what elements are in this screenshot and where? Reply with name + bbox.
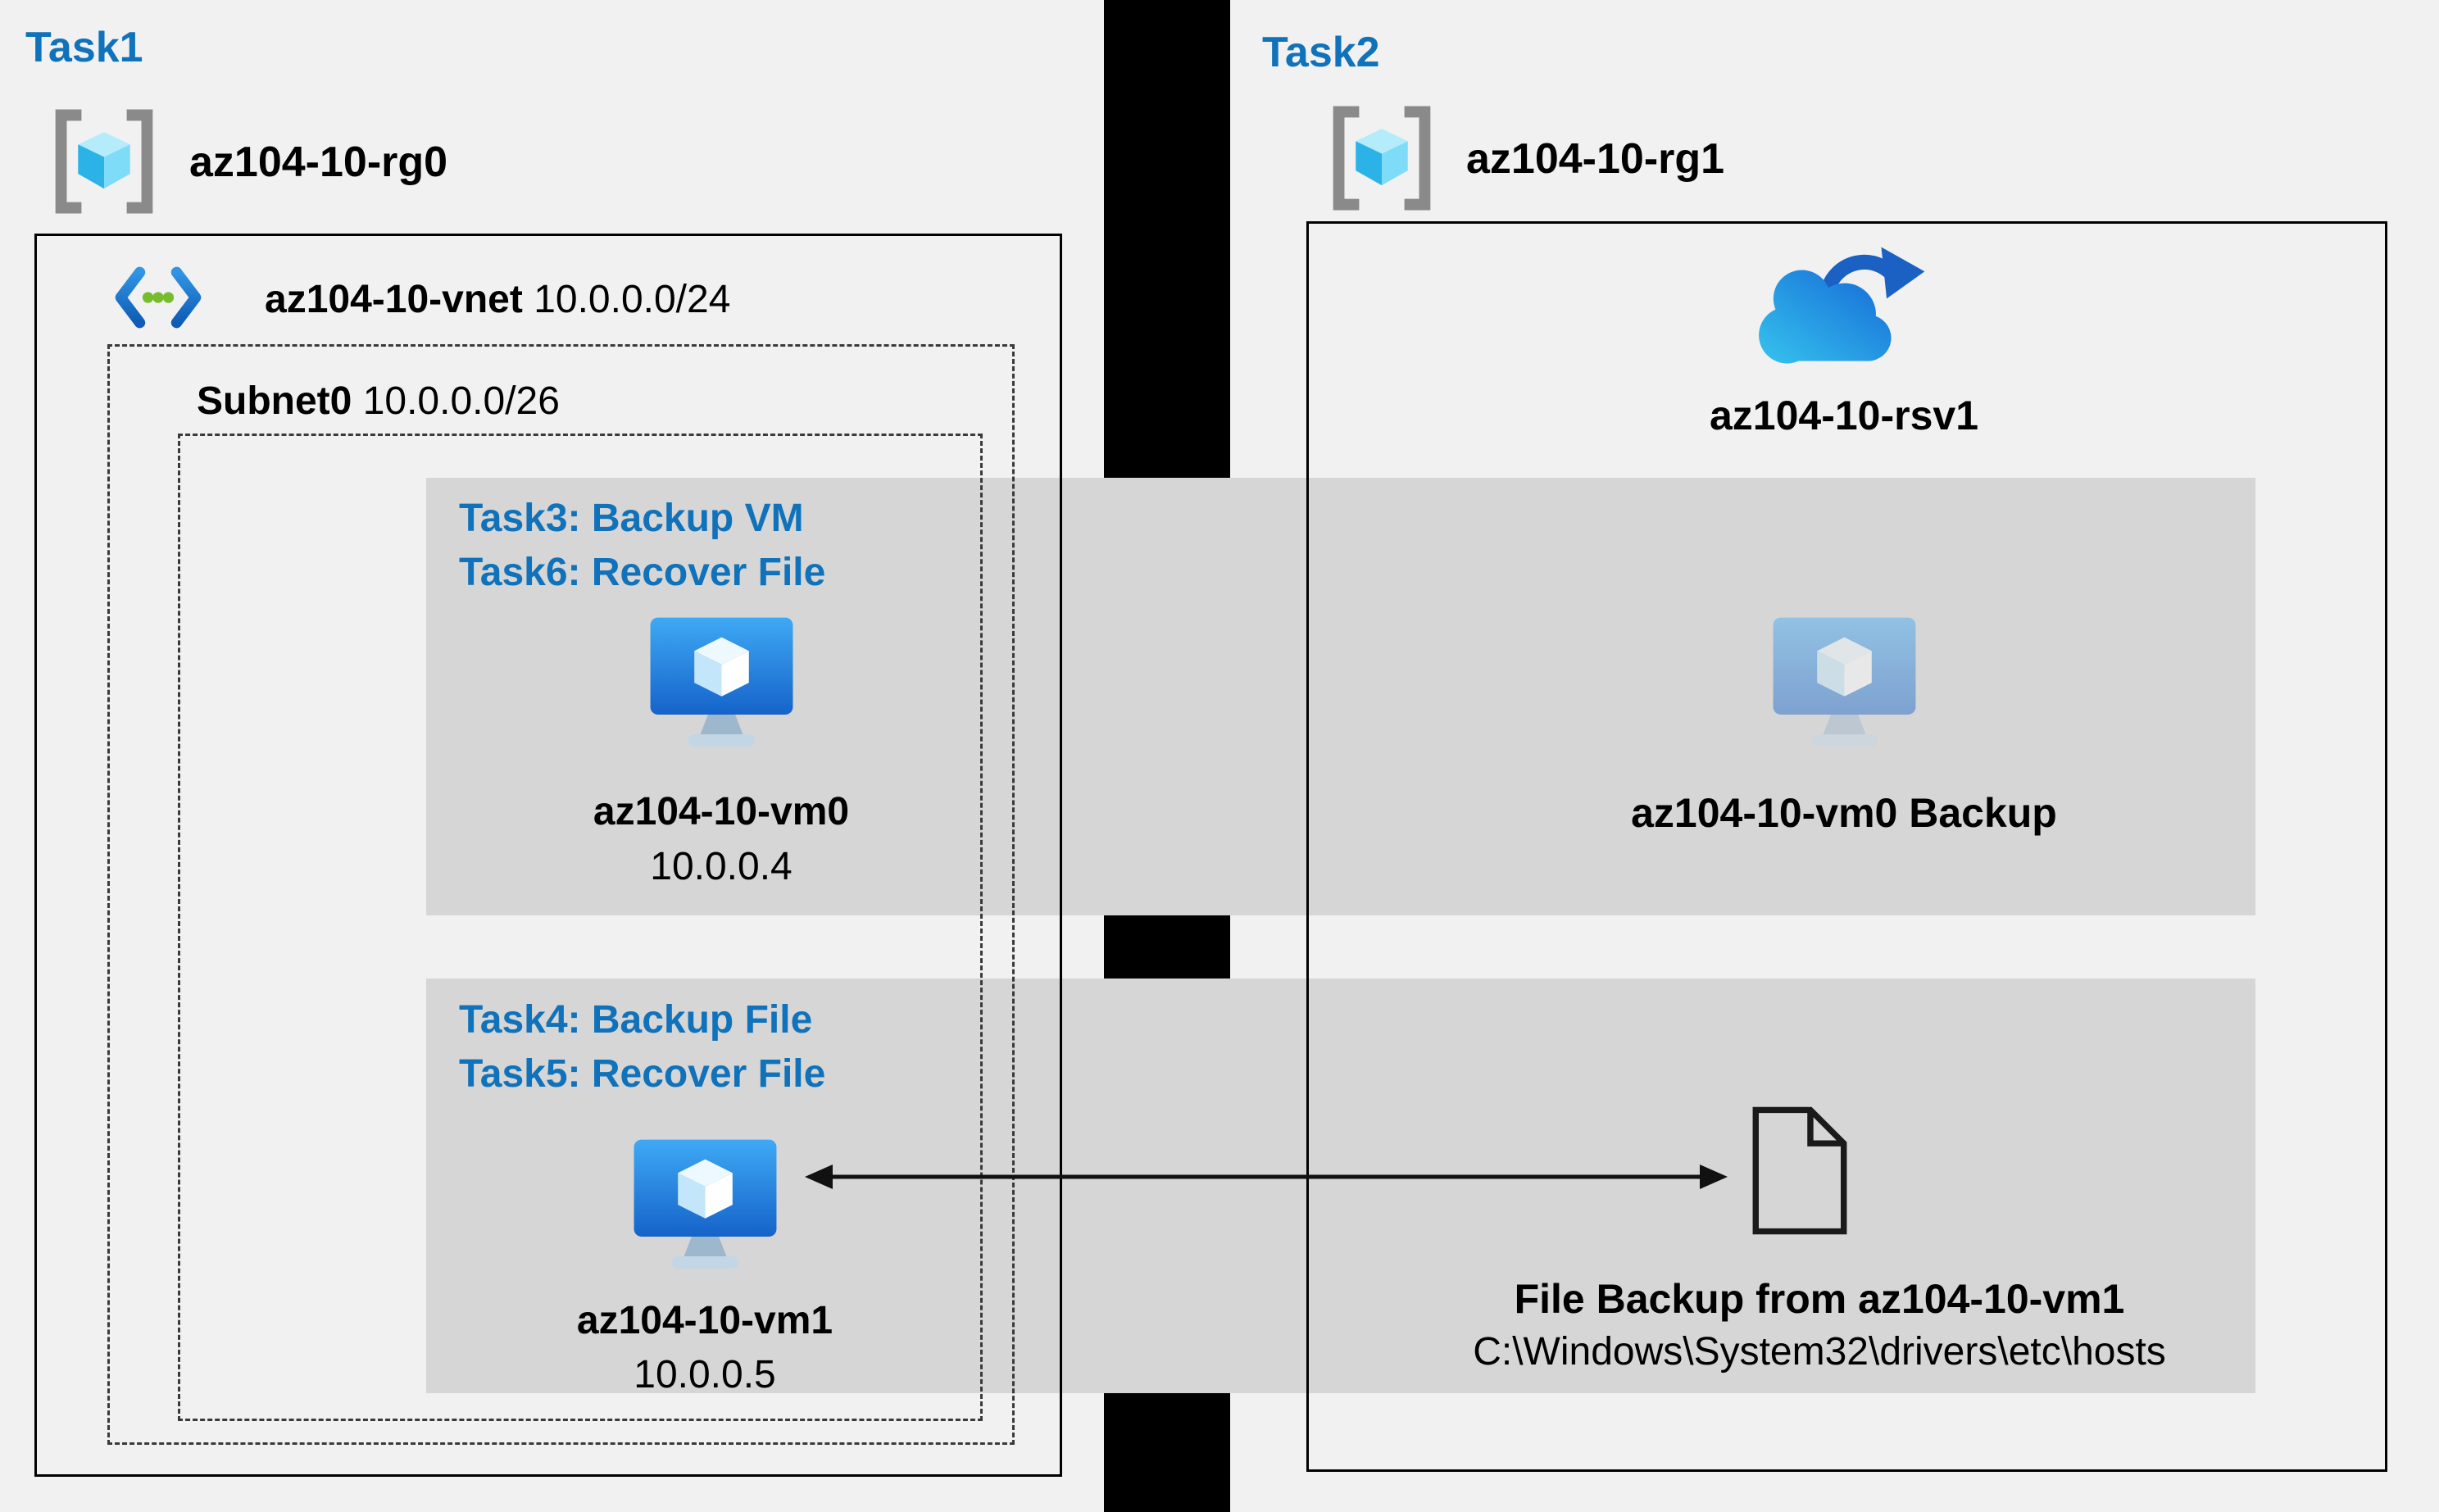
subnet-name: Subnet0 bbox=[197, 379, 352, 423]
vm0-task-lines: Task3: Backup VM Task6: Recover File bbox=[459, 492, 825, 600]
task1-label: Task1 bbox=[25, 24, 143, 71]
vm1-task-lines: Task4: Backup File Task5: Recover File bbox=[459, 993, 825, 1101]
vm0-icon bbox=[646, 613, 797, 756]
rg1-name: az104-10-rg1 bbox=[1466, 135, 1725, 183]
file-backup-title: File Backup from az104-10-vm1 bbox=[1514, 1276, 2125, 1322]
task2-label: Task2 bbox=[1262, 29, 1380, 76]
task4-label: Task4: Backup File bbox=[459, 998, 813, 1042]
vault-name: az104-10-rsv1 bbox=[1709, 393, 1979, 438]
vnet-cidr: 10.0.0.0/24 bbox=[534, 278, 731, 321]
vm1-icon bbox=[629, 1135, 781, 1278]
vm0-name: az104-10-vm0 bbox=[593, 790, 850, 833]
subnet-cidr: 10.0.0.0/26 bbox=[362, 379, 560, 423]
vnet-label: az104-10-vnet 10.0.0.0/24 bbox=[265, 277, 730, 322]
task3-label: Task3: Backup VM bbox=[459, 497, 804, 540]
vm1-name: az104-10-vm1 bbox=[576, 1299, 833, 1342]
file-backup-arrow bbox=[803, 1159, 1729, 1195]
resource-group-icon bbox=[1325, 102, 1438, 215]
rg1-box bbox=[1306, 221, 2387, 1472]
file-backup-icon bbox=[1748, 1104, 1851, 1237]
recovery-services-vault-icon bbox=[1754, 234, 1930, 375]
resource-group-icon bbox=[48, 105, 161, 218]
task5-label: Task5: Recover File bbox=[459, 1052, 826, 1096]
virtual-network-icon bbox=[114, 262, 202, 333]
vm0-ip: 10.0.0.4 bbox=[650, 845, 793, 888]
subnet-label: Subnet0 10.0.0.0/26 bbox=[197, 379, 560, 424]
file-backup-path: C:\Windows\System32\drivers\etc\hosts bbox=[1473, 1330, 2166, 1374]
vnet-name: az104-10-vnet bbox=[265, 278, 523, 321]
rg0-name: az104-10-rg0 bbox=[189, 138, 448, 186]
task6-label: Task6: Recover File bbox=[459, 551, 826, 594]
vm0-backup-icon bbox=[1769, 613, 1920, 756]
subnet0-box bbox=[107, 344, 1015, 1445]
subnet0-inner-box bbox=[178, 434, 983, 1421]
vm0-backup-label: az104-10-vm0 Backup bbox=[1631, 790, 2057, 836]
vm1-ip: 10.0.0.5 bbox=[634, 1353, 776, 1396]
rg0-box bbox=[34, 234, 1062, 1477]
